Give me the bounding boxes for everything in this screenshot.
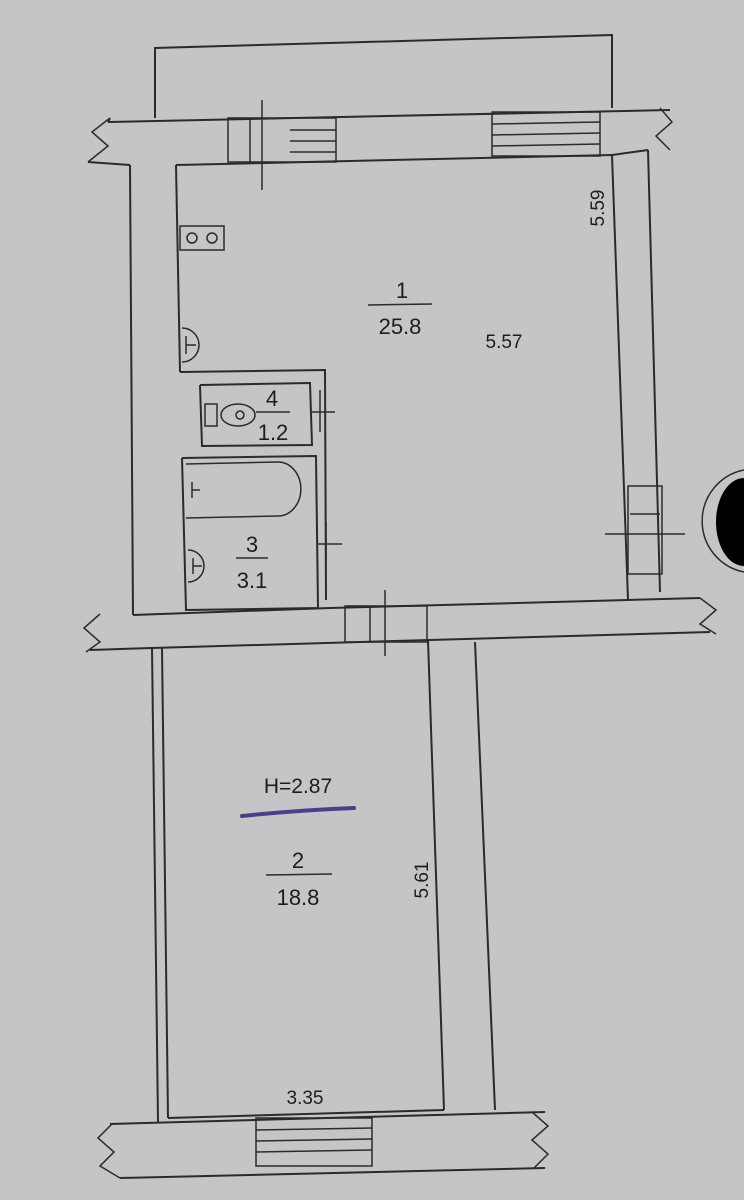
dimension-room-2-length: 5.61 [412, 862, 433, 899]
bathtub-icon [185, 461, 302, 519]
room-2-number: 2 [292, 848, 304, 873]
balcony [154, 33, 613, 118]
window-top-right [491, 111, 601, 157]
room-3-label: 3 3.1 [236, 532, 268, 593]
room-2-area: 18.8 [277, 885, 320, 910]
room-2-label: 2 18.8 [265, 848, 333, 910]
room-4-area: 1.2 [258, 420, 289, 445]
room-4-label: 4 1.2 [256, 386, 290, 445]
redacted-mark [701, 469, 744, 573]
room-1-number: 1 [396, 278, 408, 303]
ceiling-height-underline [240, 806, 356, 818]
ceiling-height-text: H=2.87 [264, 775, 332, 798]
room-4-number: 4 [266, 386, 278, 411]
ceiling-height: H=2.87 [240, 775, 356, 818]
window-top-left [227, 100, 337, 190]
room-1-area: 25.8 [379, 314, 422, 339]
window-bottom [255, 1117, 373, 1167]
right-door [605, 485, 685, 575]
middle-wall [82, 590, 718, 656]
washbasin-icon [187, 549, 205, 583]
dimension-room-2-width: 3.35 [287, 1088, 324, 1109]
outer-walls-lower [96, 639, 550, 1179]
toilet-icon [204, 403, 256, 427]
dimension-room-1-length: 5.59 [588, 190, 609, 227]
stove [179, 225, 225, 251]
outer-walls-upper [87, 107, 674, 616]
room-3-area: 3.1 [237, 568, 268, 593]
room-3-number: 3 [246, 532, 258, 557]
dimension-room-1-width: 5.57 [486, 332, 523, 353]
room-1-label: 1 25.8 [367, 278, 433, 339]
sink [181, 327, 200, 363]
